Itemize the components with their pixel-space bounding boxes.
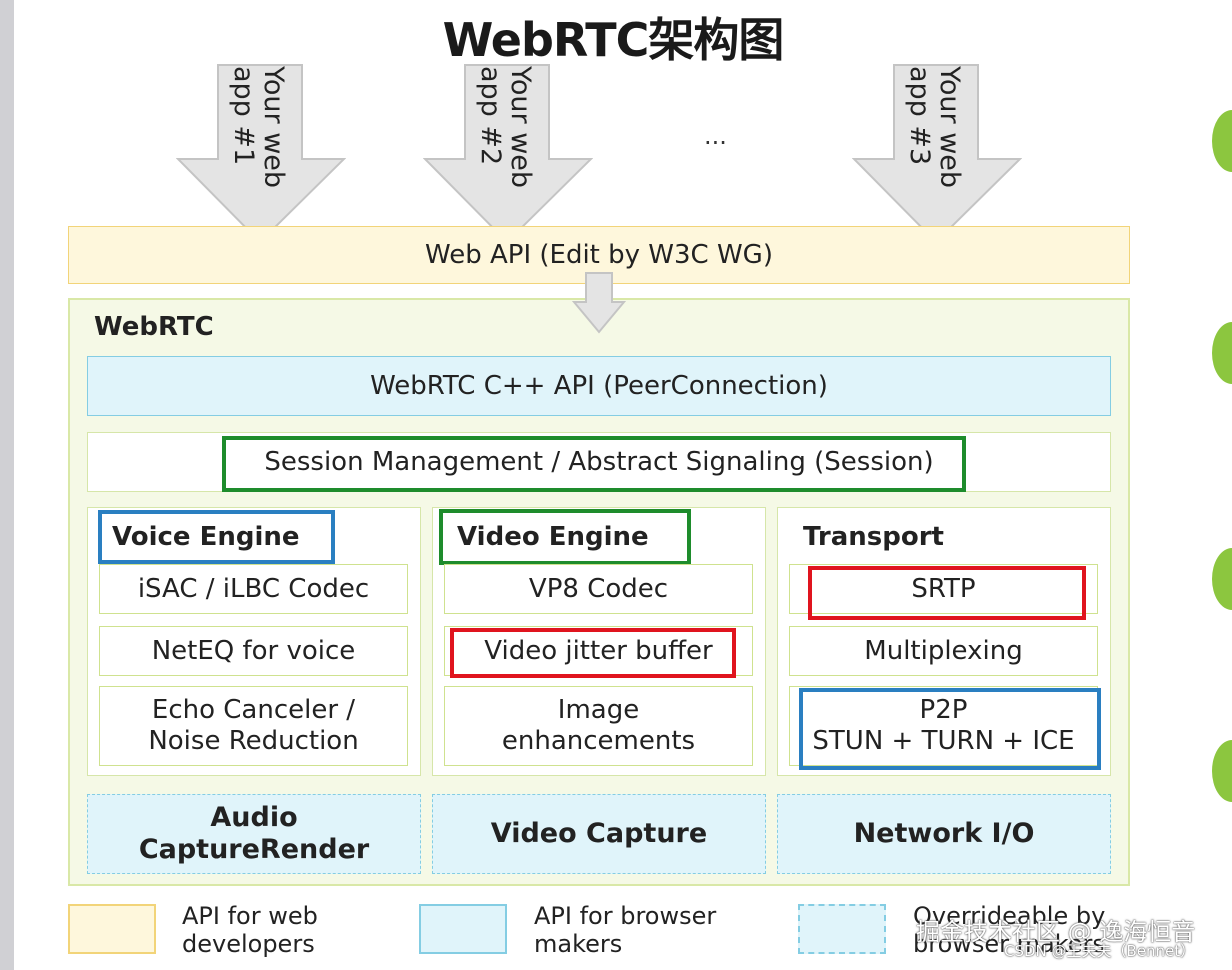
- diagram-title: WebRTC架构图: [442, 13, 785, 67]
- slide: WebRTC架构图 Your web app #1 Your web app #…: [14, 0, 1212, 970]
- down-arrow-small: [572, 272, 626, 334]
- audio-capture-box: Audio CaptureRender: [87, 794, 421, 874]
- app-arrow-2: [423, 64, 593, 244]
- nav-tab-4[interactable]: [1212, 740, 1232, 802]
- legend-swatch-browser: [419, 904, 507, 954]
- cpp-api-band: WebRTC C++ API (PeerConnection): [87, 356, 1111, 416]
- watermark-line1: 掘金技术社区 @ 逸海恒音: [916, 918, 1196, 946]
- transport-mux-cell: Multiplexing: [789, 626, 1098, 676]
- app-label-3: Your web app #3: [904, 66, 965, 189]
- webrtc-label: WebRTC: [94, 312, 214, 342]
- session-band: Session Management / Abstract Signaling …: [87, 432, 1111, 492]
- voice-engine-title: Voice Engine: [112, 522, 300, 552]
- video-engine-title: Video Engine: [457, 522, 649, 552]
- nav-tab-2[interactable]: [1212, 322, 1232, 384]
- voice-codec-cell: iSAC / iLBC Codec: [99, 564, 408, 614]
- app-label-2: Your web app #2: [475, 66, 536, 189]
- legend-label-browser: API for browser makers: [534, 902, 717, 958]
- network-io-box: Network I/O: [777, 794, 1111, 874]
- ellipsis: ...: [704, 122, 727, 150]
- app-label-1: Your web app #1: [228, 66, 289, 189]
- slide-gutter: [1212, 0, 1232, 970]
- video-capture-box: Video Capture: [432, 794, 766, 874]
- legend-swatch-overrideable: [798, 904, 886, 954]
- legend-label-web: API for web developers: [182, 902, 318, 958]
- web-api-label: Web API (Edit by W3C WG): [425, 240, 773, 270]
- watermark-line2: CSDN @王夫夫（Bennet）: [1004, 942, 1196, 960]
- transport-srtp-cell: SRTP: [789, 564, 1098, 614]
- session-label: Session Management / Abstract Signaling …: [264, 447, 934, 477]
- transport-title: Transport: [803, 522, 944, 552]
- cpp-api-label: WebRTC C++ API (PeerConnection): [370, 371, 828, 401]
- video-image-cell: Image enhancements: [444, 686, 753, 766]
- video-jitter-cell: Video jitter buffer: [444, 626, 753, 676]
- nav-tab-3[interactable]: [1212, 548, 1232, 610]
- legend-swatch-web: [68, 904, 156, 954]
- app-arrow-3: [852, 64, 1022, 244]
- transport-p2p-cell: P2P STUN + TURN + ICE: [789, 686, 1098, 766]
- app-arrow-1: [176, 64, 346, 244]
- video-codec-cell: VP8 Codec: [444, 564, 753, 614]
- nav-tab-1[interactable]: [1212, 110, 1232, 172]
- voice-echo-cell: Echo Canceler / Noise Reduction: [99, 686, 408, 766]
- voice-neteq-cell: NetEQ for voice: [99, 626, 408, 676]
- legend-label-overrideable: Overrideable by browser makers: [913, 902, 1106, 958]
